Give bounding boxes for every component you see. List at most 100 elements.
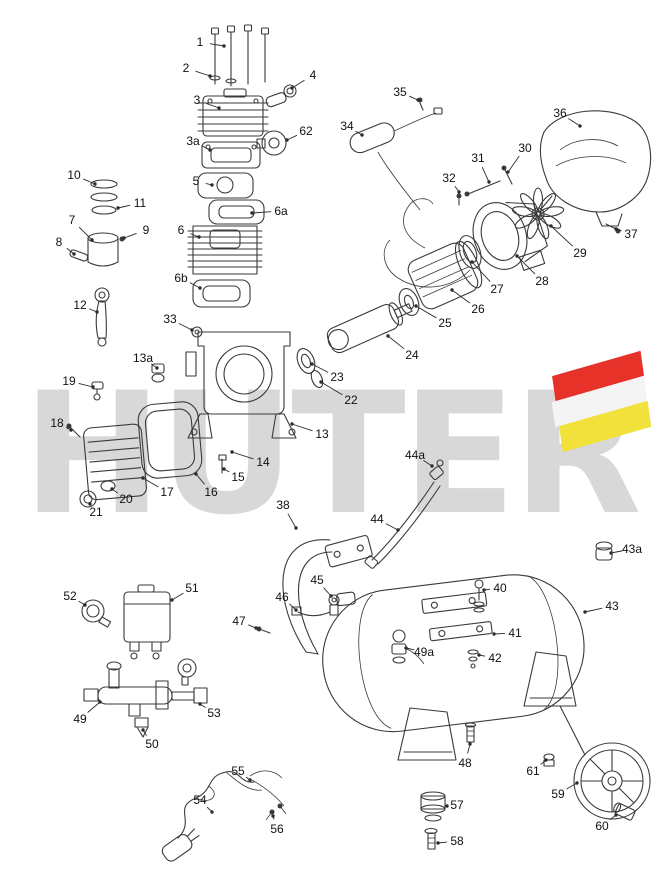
leader-dot-43a (609, 551, 613, 555)
part-label-2: 2 (183, 61, 190, 75)
foot-bolt-58-drawing (424, 827, 438, 850)
tank-feet-drawing (397, 651, 586, 761)
leader-line-6a (251, 211, 272, 214)
leader-dot-19 (91, 385, 95, 389)
leader-dot-24 (386, 334, 390, 338)
leader-dot-3 (217, 106, 221, 110)
part-label-33: 33 (163, 312, 177, 326)
leader-line-41 (493, 633, 506, 635)
leader-dot-25 (414, 304, 418, 308)
leader-dot-53 (198, 702, 202, 706)
leader-line-7 (78, 226, 93, 241)
part-label-48: 48 (458, 756, 472, 770)
rubber-foot-57-drawing (420, 791, 446, 822)
part-label-62: 62 (299, 124, 313, 138)
part-label-1: 1 (197, 35, 204, 49)
drain-bolt-48-drawing (464, 722, 477, 743)
part-label-40: 40 (493, 581, 507, 595)
part-label-34: 34 (340, 119, 354, 133)
part-label-49a: 49a (414, 645, 434, 659)
part-label-6b: 6b (174, 271, 188, 285)
part-label-14: 14 (256, 455, 270, 469)
leader-line-4 (291, 79, 305, 89)
power-cord-drawing (161, 770, 287, 862)
leader-dot-13 (290, 422, 294, 426)
part-label-3: 3 (194, 93, 201, 107)
part-label-19: 19 (62, 374, 76, 388)
leader-line-25 (415, 305, 437, 319)
part-label-42: 42 (488, 651, 502, 665)
part-label-3a: 3a (186, 134, 200, 148)
leader-dot-62 (285, 138, 289, 142)
leader-line-26 (451, 289, 471, 304)
leader-dot-11 (116, 206, 120, 210)
leader-dot-9 (122, 236, 126, 240)
cylinder-drawing (187, 225, 263, 308)
part-label-5: 5 (193, 174, 200, 188)
leader-dot-12 (95, 310, 99, 314)
part-label-7: 7 (69, 213, 76, 227)
leader-dot-59 (575, 781, 579, 785)
part-label-31: 31 (471, 151, 485, 165)
leader-dot-6 (197, 235, 201, 239)
leader-line-44 (385, 523, 399, 531)
leader-dot-2 (208, 74, 212, 78)
part-label-32: 32 (442, 171, 456, 185)
leader-dot-1 (222, 44, 226, 48)
leader-dot-6a (250, 211, 254, 215)
part-label-50: 50 (145, 737, 159, 751)
part-label-15: 15 (231, 470, 245, 484)
leader-dot-33 (190, 328, 194, 332)
leader-dot-48 (468, 742, 472, 746)
leader-line-13 (291, 423, 313, 432)
leader-dot-8 (72, 252, 76, 256)
leader-dot-46 (294, 608, 298, 612)
leader-dot-52 (83, 603, 87, 607)
leader-dot-55 (248, 778, 252, 782)
part-label-58: 58 (450, 834, 464, 848)
part-label-59: 59 (551, 787, 565, 801)
leader-dot-32 (457, 190, 461, 194)
part-label-41: 41 (508, 626, 522, 640)
leader-dot-27 (470, 260, 474, 264)
part-label-51: 51 (185, 581, 199, 595)
leader-line-9 (123, 232, 137, 239)
wheel-drawing (543, 742, 651, 821)
leader-dot-45 (329, 594, 333, 598)
leader-line-3 (206, 102, 220, 109)
leader-line-10 (83, 178, 96, 185)
part-label-46: 46 (275, 590, 289, 604)
part-label-43a: 43a (622, 542, 642, 556)
leader-line-23 (311, 363, 329, 373)
part-label-43: 43 (605, 599, 619, 613)
leader-dot-47 (254, 626, 258, 630)
leader-dot-15 (222, 467, 226, 471)
handle-drawing (282, 534, 373, 655)
leader-dot-26 (450, 288, 454, 292)
part-label-6: 6 (178, 223, 185, 237)
leader-dot-20 (110, 487, 114, 491)
part-label-60: 60 (595, 819, 609, 833)
part-label-4: 4 (310, 68, 317, 82)
leader-dot-29 (549, 224, 553, 228)
part-label-28: 28 (535, 274, 549, 288)
leader-line-33 (178, 323, 193, 331)
leader-dot-49a (404, 646, 408, 650)
leader-dot-17 (141, 476, 145, 480)
elbow-fitting-drawing (265, 84, 297, 108)
motor-train-drawing (296, 151, 565, 389)
flag-stripe-red (552, 350, 645, 402)
leader-dot-44a (430, 464, 434, 468)
leader-line-43 (584, 607, 603, 613)
leader-dot-5 (210, 183, 214, 187)
part-label-18: 18 (50, 416, 64, 430)
valve-part-62-drawing (256, 130, 287, 156)
leader-dot-36 (578, 124, 582, 128)
part-label-56: 56 (270, 822, 284, 836)
leader-line-24 (387, 335, 405, 350)
piston-group-drawing (69, 179, 125, 347)
part-label-20: 20 (119, 492, 133, 506)
leader-line-17 (142, 477, 159, 488)
leader-line-38 (287, 513, 297, 529)
